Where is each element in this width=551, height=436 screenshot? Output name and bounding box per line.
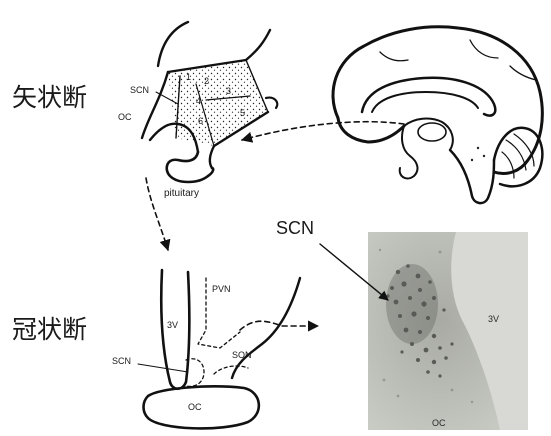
son-label: SON (232, 350, 252, 360)
third-ventricle-label: 3V (167, 320, 178, 330)
region-5: 5 (240, 108, 245, 118)
sagittal-oc-label: OC (118, 112, 132, 122)
sagittal-heading: 矢状断 (12, 83, 87, 112)
micrograph-oc-label: OC (432, 418, 446, 428)
sagittal-section-diagram: SCN OC 1 2 3 4 5 6 pituitary (118, 22, 277, 199)
region-6: 6 (198, 116, 203, 126)
brain-to-sagittal-arrow (242, 122, 404, 140)
coronal-oc-label: OC (188, 402, 202, 412)
coronal-scn-leader (138, 364, 188, 372)
micrograph-panel: 3V OC (368, 232, 528, 430)
region-2: 2 (204, 76, 209, 86)
region-4: 4 (196, 96, 201, 106)
region-1: 1 (186, 72, 191, 82)
region-3: 3 (226, 86, 231, 96)
sagittal-scn-label: SCN (130, 85, 149, 95)
coronal-section-diagram: OC 3V PVN SCN SON (112, 270, 300, 428)
brain-illustration (333, 27, 542, 203)
coronal-heading: 冠状断 (12, 315, 87, 344)
pvn-label: PVN (212, 284, 231, 294)
pituitary-label: pituitary (164, 188, 199, 199)
micrograph-scn-callout: SCN (276, 218, 314, 238)
micrograph-3v-label: 3V (488, 314, 499, 324)
coronal-scn-label: SCN (112, 356, 131, 366)
